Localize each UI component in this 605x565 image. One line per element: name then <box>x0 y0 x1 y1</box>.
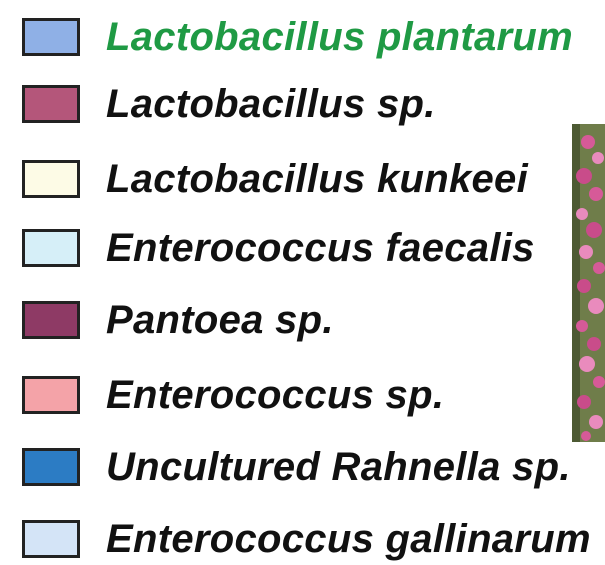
legend-item-5: Enterococcus sp. <box>22 370 444 420</box>
legend-label: Uncultured Rahnella sp. <box>106 445 571 490</box>
legend-label: Lactobacillus kunkeei <box>106 157 528 202</box>
legend-label: Pantoea sp. <box>106 298 334 343</box>
legend-label: Lactobacillus plantarum <box>106 15 573 60</box>
legend-label: Enterococcus gallinarum <box>106 517 591 562</box>
legend-swatch <box>22 448 80 486</box>
legend-swatch <box>22 229 80 267</box>
legend-label: Enterococcus faecalis <box>106 226 535 271</box>
legend-label: Enterococcus sp. <box>106 373 444 418</box>
legend-swatch <box>22 520 80 558</box>
legend-swatch <box>22 18 80 56</box>
legend-swatch <box>22 160 80 198</box>
legend-item-2: Lactobacillus kunkeei <box>22 154 528 204</box>
flower-photo-icon <box>572 124 605 442</box>
legend-swatch <box>22 301 80 339</box>
legend-item-1: Lactobacillus sp. <box>22 79 436 129</box>
legend-swatch <box>22 376 80 414</box>
legend-item-0: Lactobacillus plantarum <box>22 12 573 62</box>
legend-swatch <box>22 85 80 123</box>
legend-item-4: Pantoea sp. <box>22 295 334 345</box>
legend-item-7: Enterococcus gallinarum <box>22 514 591 564</box>
legend-item-3: Enterococcus faecalis <box>22 223 535 273</box>
legend-label: Lactobacillus sp. <box>106 82 436 127</box>
legend-item-6: Uncultured Rahnella sp. <box>22 442 571 492</box>
flower-photo-strip <box>572 124 605 442</box>
